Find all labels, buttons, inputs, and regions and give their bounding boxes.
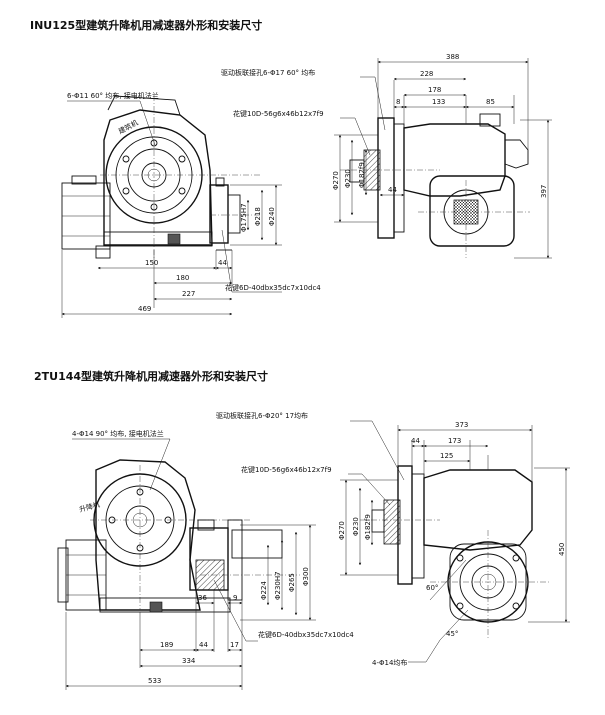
- s1-drive-holes-leader: [360, 76, 386, 131]
- inu125-side-view: [340, 113, 530, 258]
- s2-d230: Φ230H7: [274, 571, 282, 600]
- s1-spline-bottom-leader: [221, 229, 282, 293]
- s1-drive-holes-note: 驱动板联接孔6-Φ17 60° 均布: [221, 68, 315, 77]
- s1-d182: Φ182f9: [358, 162, 366, 188]
- s1-spline-top-leader: [340, 117, 371, 156]
- s1-h397: 397: [540, 185, 548, 198]
- s2-h189: 189: [160, 641, 173, 649]
- s1-spline-top-note: 花键10D-56g6x46b12x7f9: [233, 109, 324, 118]
- s1-w178: 178: [428, 86, 441, 94]
- s1-w388: 388: [446, 53, 459, 61]
- s2-h36: 36: [198, 594, 207, 602]
- s2-feet-holes-note: 4-Φ14均布: [372, 658, 407, 667]
- s2-feet-holes-leader: [408, 639, 441, 663]
- s2-d230: Φ230: [352, 517, 360, 536]
- 2tu144-side-view: [360, 465, 550, 641]
- s1-w228: 228: [420, 70, 433, 78]
- s2-right-dimensions: 373 44 173 125 Φ270 Φ230 Φ182f9 450: [338, 421, 570, 623]
- s2-drive-holes-note: 驱动板联接孔6-Φ20° 17均布: [216, 411, 308, 420]
- s1-motor-holes-note: 6-Φ11 60° 均布, 接电机法兰: [67, 91, 159, 100]
- s1-motor-holes-leader: [67, 100, 156, 146]
- s2-motor-holes-note: 4-Φ14 90° 均布, 接电机法兰: [72, 429, 164, 438]
- s1-w8: 8: [396, 98, 400, 106]
- s2-h44: 44: [199, 641, 208, 649]
- s1-left-dimensions: Φ175H7 Φ218 Φ240 150 44 180 227 469: [61, 184, 282, 318]
- inu125-front-view: 建筑机: [61, 95, 262, 260]
- s2-h17: 17: [230, 641, 239, 649]
- s2-w125: 125: [440, 452, 453, 460]
- s1-spline-bottom-note: 花键6D-40dbx35dc7x10dc4: [225, 283, 321, 292]
- s2-d265: Φ265: [288, 573, 296, 592]
- s2-d182: Φ182f9: [364, 514, 372, 540]
- s1-w85: 85: [486, 98, 495, 106]
- s2-d224: Φ224: [260, 581, 268, 600]
- s1-h44: 44: [218, 259, 227, 267]
- s2-motor-holes-leader: [72, 438, 171, 491]
- s2-spline-top-note: 花键10D-56g6x46b12x7f9: [241, 465, 332, 474]
- s1-h227: 227: [182, 290, 195, 298]
- s2-w44: 44: [411, 437, 420, 445]
- s1-d230: Φ230: [344, 169, 352, 188]
- s2-drive-holes-leader: [350, 420, 405, 481]
- s1-d218: Φ218: [254, 207, 262, 226]
- s1-h180: 180: [176, 274, 189, 282]
- s2-h450: 450: [558, 543, 566, 556]
- s2-w173: 173: [448, 437, 461, 445]
- s2-spline-bottom-note: 花键6D-40dbx35dc7x10dc4: [258, 630, 354, 639]
- section1-title: INU125型建筑升降机用减速器外形和安装尺寸: [30, 18, 262, 32]
- s1-d240: Φ240: [268, 207, 276, 226]
- s1-d270: Φ270: [332, 171, 340, 190]
- s2-w373: 373: [455, 421, 468, 429]
- s2-spline-top-leader: [348, 473, 391, 506]
- s2-h533: 533: [148, 677, 161, 685]
- s1-w44: 44: [388, 186, 397, 194]
- 2tu144-front-view: 升降机: [57, 459, 300, 613]
- section2-title: 2TU144型建筑升降机用减速器外形和安装尺寸: [34, 369, 268, 383]
- s2-h9: 9: [233, 594, 237, 602]
- s2-angle45: 45°: [446, 630, 458, 638]
- s2-h334: 334: [182, 657, 196, 665]
- s2-d270: Φ270: [338, 521, 346, 540]
- s1-h469: 469: [138, 305, 151, 313]
- s1-w133: 133: [432, 98, 445, 106]
- s2-spline-bottom-leader: [213, 579, 258, 642]
- svg-text:升降机: 升降机: [78, 500, 101, 514]
- s2-angle60: 60°: [426, 584, 438, 592]
- s1-d175: Φ175H7: [240, 203, 248, 232]
- svg-text:建筑机: 建筑机: [117, 118, 140, 136]
- s1-right-dimensions: 388 228 178 8 133 85 44 Φ270 Φ230 Φ182f9…: [332, 53, 552, 259]
- s2-left-dimensions: Φ224 Φ230H7 Φ265 Φ300 36 9 189 44 17 334…: [65, 524, 316, 690]
- s1-h150: 150: [145, 259, 158, 267]
- s2-d300: Φ300: [302, 567, 310, 586]
